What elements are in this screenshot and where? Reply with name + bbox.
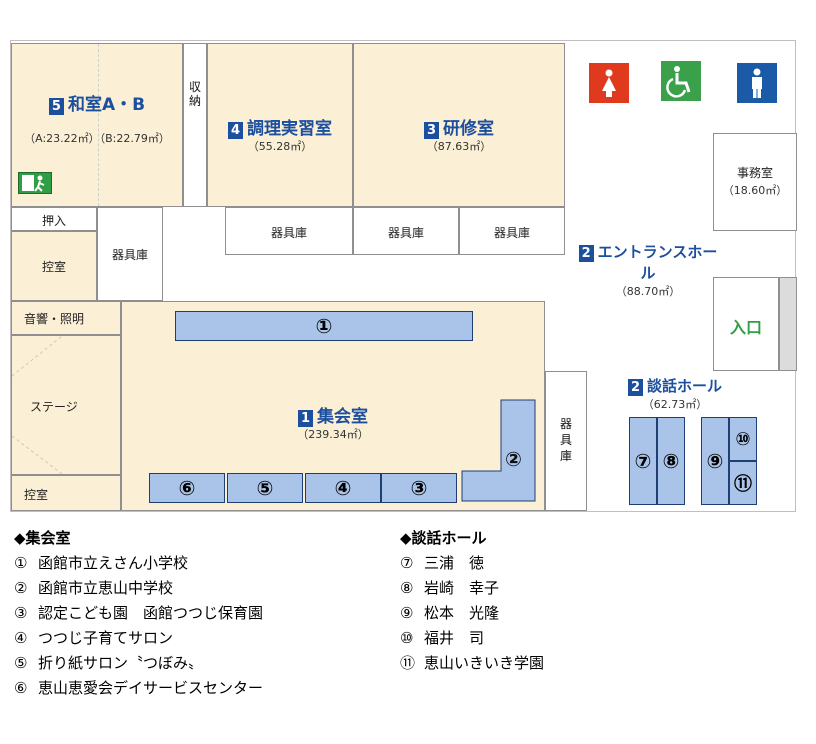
room-kigu-right: 器具庫 [545, 371, 587, 511]
room-onkyo: 音響・照明 [11, 301, 121, 335]
area-label-b: （B:22.79㎡） [99, 132, 170, 145]
room-number-badge: 5 [48, 98, 64, 115]
table-11: ⑪ [729, 461, 757, 505]
table-6: ⑥ [149, 473, 225, 503]
room-kigu-1: 器具庫 [225, 207, 353, 255]
room-name: 集会室 [317, 407, 369, 427]
area-label: （88.70㎡） [615, 285, 681, 298]
table-1: ① [175, 311, 473, 341]
room-name: 談話ホール [647, 377, 723, 395]
door-panel [779, 277, 797, 371]
table-10: ⑩ [729, 417, 757, 461]
room-kigu-left: 器具庫 [97, 207, 163, 301]
room-name: エントランスホール [597, 243, 718, 282]
room-name: 研修室 [443, 119, 495, 139]
area-label: （239.34㎡） [297, 428, 369, 441]
area-label-a: （A:23.22㎡） [24, 132, 100, 145]
table-4: ④ [305, 473, 381, 503]
table-2-label: ② [505, 447, 522, 471]
room-number-badge: 3 [423, 122, 440, 139]
legend-heading: ◆談話ホール [400, 529, 487, 547]
table-5: ⑤ [227, 473, 303, 503]
area-label: （87.63㎡） [426, 140, 492, 153]
table-7: ⑦ [629, 417, 657, 505]
table-3: ③ [381, 473, 457, 503]
room-kigu-3: 器具庫 [459, 207, 565, 255]
table-2 [461, 399, 536, 502]
room-kigu-2: 器具庫 [353, 207, 459, 255]
room-jimu: 事務室 （18.60㎡） [713, 133, 797, 231]
room-number-badge: 1 [297, 410, 314, 427]
room-storage: 収納 [183, 43, 207, 207]
room-number-badge: 4 [227, 122, 244, 139]
female-toilet-icon [589, 63, 629, 103]
storage-label: 収納 [188, 80, 201, 108]
room-oshiire: 押入 [11, 207, 97, 231]
table-8: ⑧ [657, 417, 685, 505]
entrance-label: 入口 [729, 318, 762, 337]
area-label: （18.60㎡） [722, 184, 788, 197]
area-label: （62.73㎡） [642, 398, 708, 411]
room-entrance-door: 入口 [713, 277, 779, 371]
room-stage: ステージ [11, 335, 121, 475]
table-9: ⑨ [701, 417, 729, 505]
room-name: 和室A・B [67, 95, 146, 115]
legend-heading: ◆集会室 [14, 529, 71, 547]
room-name: 事務室 [736, 166, 773, 180]
accessible-toilet-icon [661, 61, 701, 101]
room-number-badge: 2 [578, 245, 594, 262]
room-hikae-bottom: 控室 [11, 475, 121, 511]
area-label: （55.28㎡） [247, 140, 313, 153]
emergency-exit-icon [18, 172, 52, 194]
room-number-badge: 2 [627, 379, 644, 396]
male-toilet-icon [737, 63, 777, 103]
room-hikae-top: 控室 [11, 231, 97, 301]
room-name: 調理実習室 [247, 119, 333, 139]
